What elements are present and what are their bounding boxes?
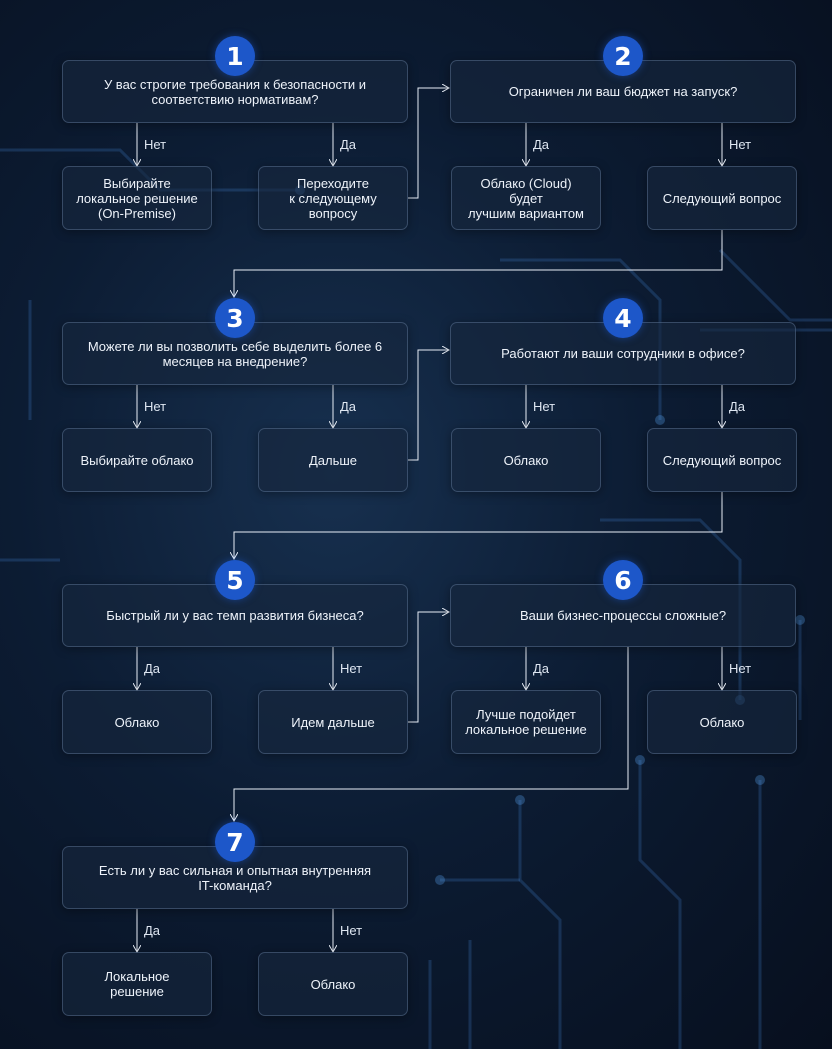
link-row-2-down (234, 492, 723, 558)
step-6-answer-right: Облако (647, 690, 797, 754)
step-6-answer-left: Лучше подойдет локальное решение (451, 690, 601, 754)
step-1-label-left: Нет (144, 137, 167, 152)
step-7-answer-left: Локальное решение (62, 952, 212, 1016)
step-7-label-right: Нет (340, 923, 363, 938)
step-5-number-badge: 5 (215, 560, 255, 600)
link-row-3-across (408, 612, 448, 723)
step-5-answer-right: Идем дальше (258, 690, 408, 754)
step-6-label-right: Нет (729, 661, 752, 676)
step-2-number-badge: 2 (603, 36, 643, 76)
step-4-label-right: Да (729, 399, 746, 414)
step-7-number-badge: 7 (215, 822, 255, 862)
step-3-answer-left: Выбирайте облако (62, 428, 212, 492)
step-1-answer-left: Выбирайте локальное решение (On-Premise) (62, 166, 212, 230)
link-row-1-down (234, 230, 723, 296)
step-3-question: Можете ли вы позволить себе выделить бол… (62, 322, 408, 385)
step-1-label-right: Да (340, 137, 357, 152)
step-2-label-right: Нет (729, 137, 752, 152)
step-2-question: Ограничен ли ваш бюджет на запуск? (450, 60, 796, 123)
step-1-answer-right: Переходите к следующему вопросу (258, 166, 408, 230)
step-7-answer-right: Облако (258, 952, 408, 1016)
step-6-number-badge: 6 (603, 560, 643, 600)
step-1-number-badge: 1 (215, 36, 255, 76)
step-5-label-left: Да (144, 661, 161, 676)
step-7-question: Есть ли у вас сильная и опытная внутренн… (62, 846, 408, 909)
step-3-answer-right: Дальше (258, 428, 408, 492)
step-2-answer-left: Облако (Cloud) будет лучшим вариантом (451, 166, 601, 230)
link-row-2-across (408, 350, 448, 461)
step-2-answer-right: Следующий вопрос (647, 166, 797, 230)
step-2-label-left: Да (533, 137, 550, 152)
step-4-answer-left: Облако (451, 428, 601, 492)
step-5-label-right: Нет (340, 661, 363, 676)
step-5-answer-left: Облако (62, 690, 212, 754)
step-3-label-left: Нет (144, 399, 167, 414)
step-4-label-left: Нет (533, 399, 556, 414)
step-3-number-badge: 3 (215, 298, 255, 338)
step-6-label-left: Да (533, 661, 550, 676)
step-3-label-right: Да (340, 399, 357, 414)
step-4-number-badge: 4 (603, 298, 643, 338)
step-7-label-left: Да (144, 923, 161, 938)
link-step-6-to-7 (234, 647, 629, 820)
step-4-answer-right: Следующий вопрос (647, 428, 797, 492)
link-row-1-across (408, 88, 448, 199)
